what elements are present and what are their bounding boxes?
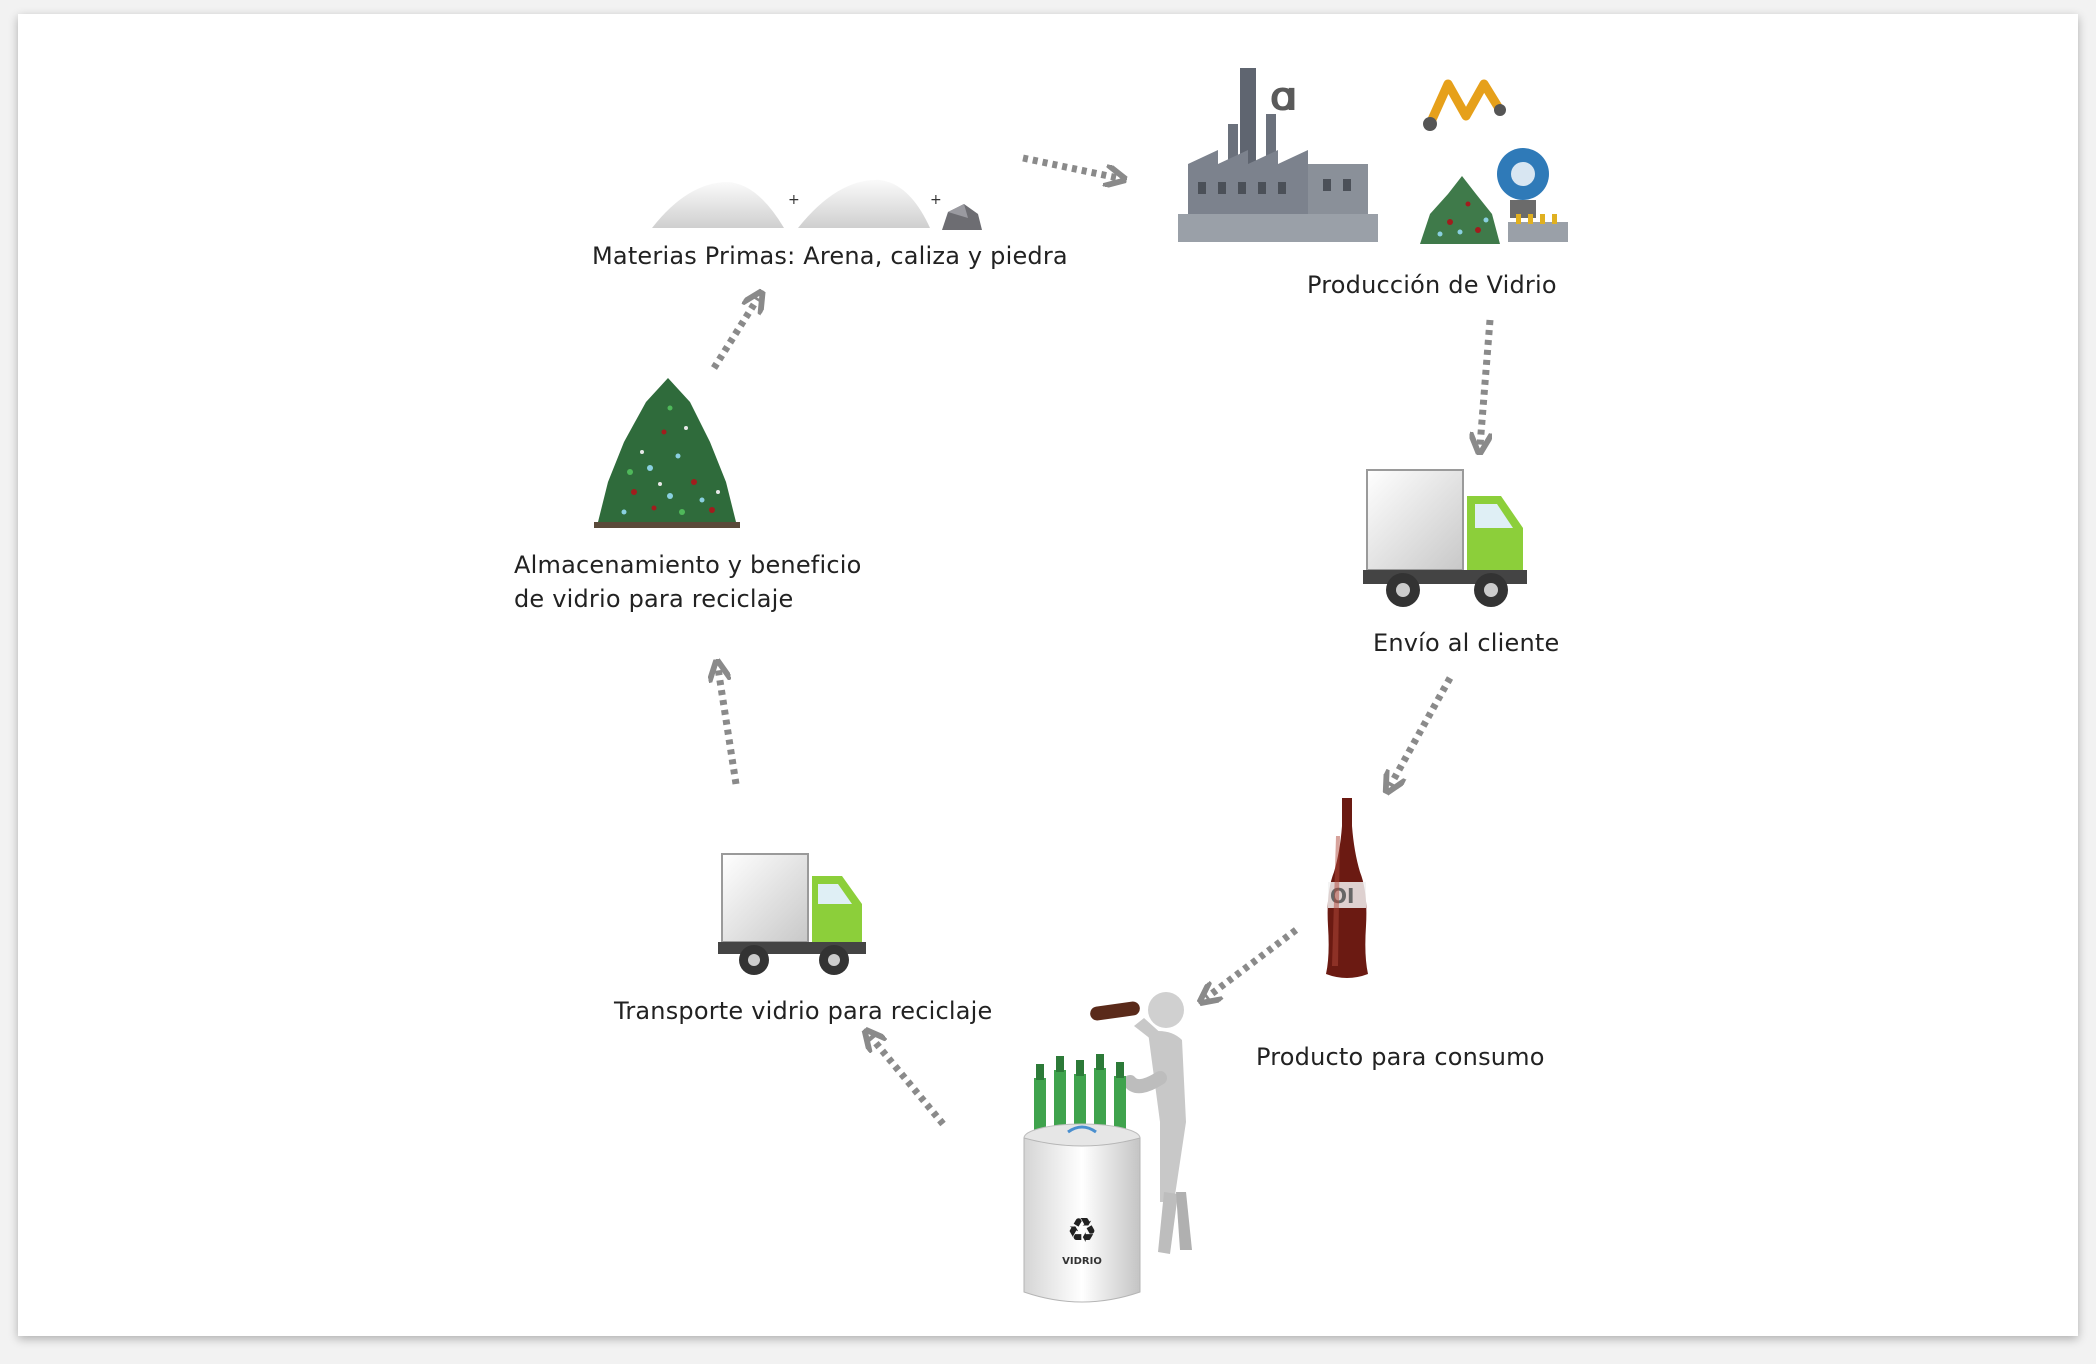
bin-label: VIDRIO <box>1062 1256 1102 1267</box>
transport-label: Transporte vidrio para reciclaje <box>614 997 993 1025</box>
svg-text:I: I <box>1286 83 1297 118</box>
arrow-production-to-shipping <box>1480 319 1494 446</box>
shipping-truck-icon <box>1363 469 1527 607</box>
recycle-symbol: ♻ <box>1067 1211 1097 1251</box>
sand-piles-icon: + + <box>652 179 982 230</box>
arrow-transport-to-storage <box>718 668 740 785</box>
product-label: Producto para consumo <box>1256 1043 1545 1071</box>
arrow-shipping-to-product <box>1390 676 1454 786</box>
transport-truck-icon <box>718 853 866 975</box>
arrow-raw-to-production <box>1022 154 1118 178</box>
arrow-product-to-consumer <box>1206 927 1299 998</box>
arrow-consumer-to-transport <box>870 1036 946 1127</box>
bottle-icon: OI <box>1326 798 1368 978</box>
svg-text:+: + <box>788 192 800 208</box>
raw-materials-label: Materias Primas: Arena, caliza y piedra <box>592 242 1068 270</box>
factory-icon: O I <box>1178 68 1568 244</box>
production-label: Producción de Vidrio <box>1307 271 1557 299</box>
svg-text:+: + <box>930 192 942 208</box>
glass-pile-icon <box>594 378 740 528</box>
storage-label-line2: de vidrio para reciclaje <box>514 585 794 613</box>
shipping-label: Envío al cliente <box>1373 629 1560 657</box>
consumer-recycle-bin-icon: ♻ VIDRIO <box>1023 992 1192 1303</box>
diagram-card: + + Materias Primas: Arena, caliza y pie… <box>18 14 2078 1336</box>
svg-text:OI: OI <box>1330 884 1354 908</box>
cycle-arrows <box>18 154 1494 1127</box>
arrow-storage-to-raw <box>711 298 758 370</box>
svg-text:O: O <box>1270 83 1296 118</box>
storage-label-line1: Almacenamiento y beneficio <box>514 551 862 579</box>
